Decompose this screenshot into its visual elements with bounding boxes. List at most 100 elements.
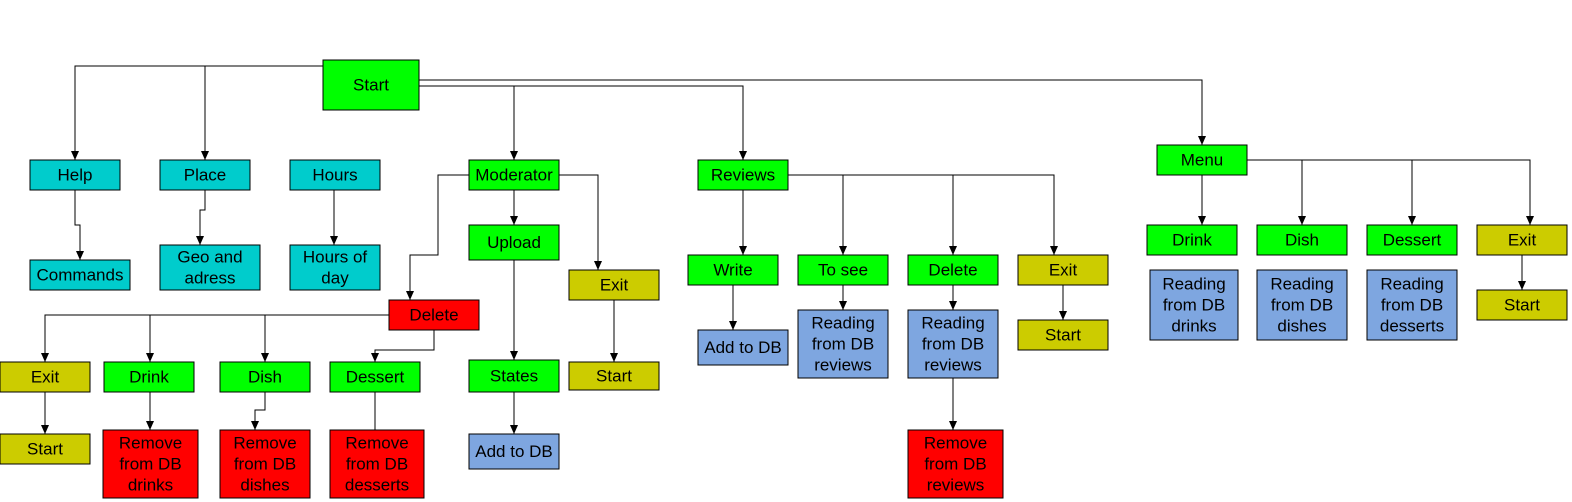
node-box-reviews-exit [1017, 254, 1109, 286]
node-label-delete-dish: Dish [248, 368, 282, 387]
node-remove-dishes: Remove from DB dishes [219, 429, 311, 499]
node-label-hours-of-day: day [321, 269, 349, 288]
edges-layer [41, 65, 1534, 434]
node-box-moderator [468, 159, 560, 191]
node-box-reviews-exit-start [1017, 319, 1109, 351]
node-label-read-dishes: dishes [1277, 317, 1326, 336]
node-label-write-add: Add to DB [704, 338, 782, 357]
node-label-read-drinks: from DB [1163, 296, 1225, 315]
edge-menu-to-menu-exit [1412, 159, 1534, 225]
node-label-read-drinks: Reading [1162, 275, 1225, 294]
node-box-reviews [697, 159, 789, 191]
node-box-write [687, 254, 779, 286]
edge-start-to-help [71, 65, 323, 160]
node-label-menu-exit-start: Start [1504, 296, 1540, 315]
node-label-read-dishes: Reading [1270, 275, 1333, 294]
node-box-write-add [697, 329, 789, 366]
node-label-moderator-exit-start: Start [596, 367, 632, 386]
node-label-states-add: Add to DB [475, 442, 553, 461]
node-states: States [468, 359, 560, 393]
edge-start-to-moderator [419, 85, 518, 160]
node-box-place [159, 159, 251, 191]
node-box-delete-exit-start [0, 433, 91, 465]
node-box-moderator-exit-start [568, 361, 660, 391]
edge-start-to-menu [419, 79, 1206, 145]
node-label-geo-and-adress: Geo and [177, 248, 242, 267]
node-label-states: States [490, 367, 538, 386]
node-label-delete-exit-start: Start [27, 440, 63, 459]
node-place: Place [159, 159, 251, 191]
node-label-remove-dishes: dishes [240, 476, 289, 495]
node-reviews-exit: Exit [1017, 254, 1109, 286]
node-box-hours-of-day [289, 244, 381, 291]
node-label-menu-drink: Drink [1172, 231, 1212, 250]
node-label-remove-dishes: from DB [234, 455, 296, 474]
node-reviews-exit-start: Start [1017, 319, 1109, 351]
node-box-start [322, 59, 420, 111]
node-label-reviews: Reviews [711, 166, 775, 185]
node-box-menu-drink [1146, 224, 1238, 256]
node-menu-dish: Dish [1256, 224, 1348, 256]
node-label-delete-dessert: Dessert [346, 368, 405, 387]
node-box-delete-exit [0, 361, 91, 393]
node-box-delete-dish [219, 361, 311, 393]
node-menu-drink: Drink [1146, 224, 1238, 256]
node-label-geo-and-adress: adress [184, 269, 235, 288]
node-label-remove-reviews: from DB [924, 455, 986, 474]
node-label-read-desserts: desserts [1380, 317, 1444, 336]
edge-help-to-commands [74, 190, 84, 260]
node-box-delete-dessert [329, 361, 421, 393]
node-menu: Menu [1156, 144, 1248, 176]
node-menu-exit-start: Start [1476, 289, 1568, 321]
edge-moderator-to-moderator-delete [406, 174, 469, 300]
edge-moderator-delete-to-delete-dessert [371, 330, 435, 362]
node-label-delete-drink: Drink [129, 368, 169, 387]
node-moderator-exit: Exit [568, 269, 660, 301]
node-box-moderator-exit [568, 269, 660, 301]
edge-moderator-delete-to-delete-exit [41, 314, 389, 362]
node-label-menu-dish: Dish [1285, 231, 1319, 250]
node-box-moderator-delete [388, 299, 480, 331]
node-label-remove-desserts: Remove [345, 434, 408, 453]
node-box-upload [468, 224, 560, 261]
node-box-read-reviews-2 [907, 309, 999, 379]
node-label-reviews-delete: Delete [928, 261, 977, 280]
edge-menu-to-menu-dessert [1302, 159, 1416, 225]
node-box-to-see [797, 254, 889, 286]
node-box-menu-exit [1476, 224, 1568, 256]
node-start: Start [322, 59, 420, 111]
node-hours: Hours [289, 159, 381, 191]
node-label-reviews-exit: Exit [1049, 261, 1078, 280]
node-box-reviews-delete [907, 254, 999, 286]
node-box-read-desserts [1366, 269, 1458, 341]
edge-start-to-reviews [514, 85, 747, 160]
node-box-menu-dish [1256, 224, 1348, 256]
node-label-read-reviews-1: from DB [812, 335, 874, 354]
node-box-read-reviews-1 [797, 309, 889, 379]
node-moderator: Moderator [468, 159, 560, 191]
node-commands: Commands [29, 259, 131, 291]
node-label-remove-dishes: Remove [233, 434, 296, 453]
node-label-moderator-exit: Exit [600, 276, 629, 295]
node-box-delete-drink [103, 361, 195, 393]
node-label-place: Place [184, 166, 227, 185]
node-states-add: Add to DB [468, 433, 560, 470]
node-label-commands: Commands [37, 266, 124, 285]
node-box-help [29, 159, 121, 191]
node-label-remove-drinks: Remove [119, 434, 182, 453]
node-label-menu-exit: Exit [1508, 231, 1537, 250]
node-label-moderator: Moderator [475, 166, 553, 185]
node-label-moderator-delete: Delete [409, 306, 458, 325]
node-label-remove-drinks: drinks [128, 476, 173, 495]
node-reviews: Reviews [697, 159, 789, 191]
node-box-states-add [468, 433, 560, 470]
node-delete-exit: Exit [0, 361, 91, 393]
